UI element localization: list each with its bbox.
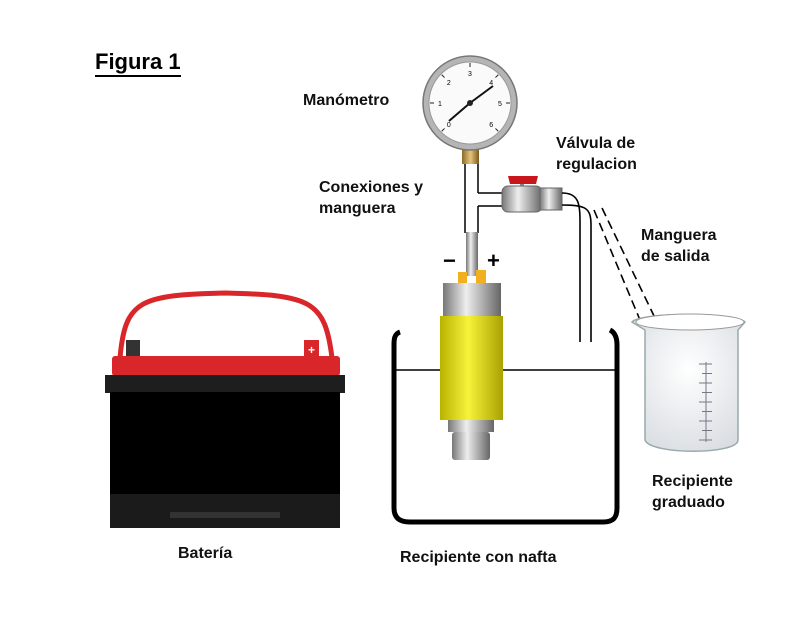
label-connections-line2: manguera (319, 200, 396, 217)
regulation-valve (501, 176, 563, 213)
label-beaker: Recipiente graduado (652, 471, 733, 513)
fuel-pump (440, 232, 503, 460)
gauge-tick (495, 128, 499, 132)
svg-text:+: + (308, 343, 315, 357)
label-outlet-hose: Manguera de salida (641, 225, 717, 267)
figure-title: Figura 1 (95, 50, 181, 77)
label-valve-line2: regulacion (556, 156, 637, 173)
label-valve-line1: Válvula de (556, 135, 636, 152)
minus-sign: − (443, 248, 456, 273)
graduated-beaker (630, 313, 747, 452)
label-beaker-line2: graduado (652, 494, 725, 511)
label-beaker-line1: Recipiente (652, 473, 733, 490)
gauge-tick-label: 5 (498, 101, 502, 108)
gauge-tick (495, 74, 499, 78)
connection-pipes (464, 163, 503, 233)
label-valve: Válvula de regulacion (556, 133, 637, 175)
gauge-tick-label: 3 (468, 71, 472, 78)
gauge-tick-label: 6 (489, 122, 493, 129)
label-outlet-line1: Manguera (641, 227, 717, 244)
fuel-tank (391, 327, 620, 525)
outlet-hose (561, 192, 656, 342)
label-manometer: Manómetro (303, 92, 390, 109)
gauge-tick (441, 74, 445, 78)
label-outlet-line2: de salida (641, 248, 710, 265)
battery-illustration: + (105, 290, 345, 528)
gauge-tick-label: 0 (447, 122, 451, 129)
gauge-tick (441, 128, 445, 132)
label-tank: Recipiente con nafta (400, 549, 557, 566)
label-battery: Batería (178, 545, 233, 562)
gauge-tick-label: 2 (447, 80, 451, 87)
gauge-tick-label: 4 (489, 80, 493, 87)
label-connections-line1: Conexiones y (319, 179, 424, 196)
manometer-gauge: 0 1 2 3 4 5 6 (422, 55, 518, 164)
plus-sign: + (487, 248, 500, 273)
gauge-tick-label: 1 (438, 101, 442, 108)
label-connections: Conexiones y manguera (319, 177, 423, 219)
